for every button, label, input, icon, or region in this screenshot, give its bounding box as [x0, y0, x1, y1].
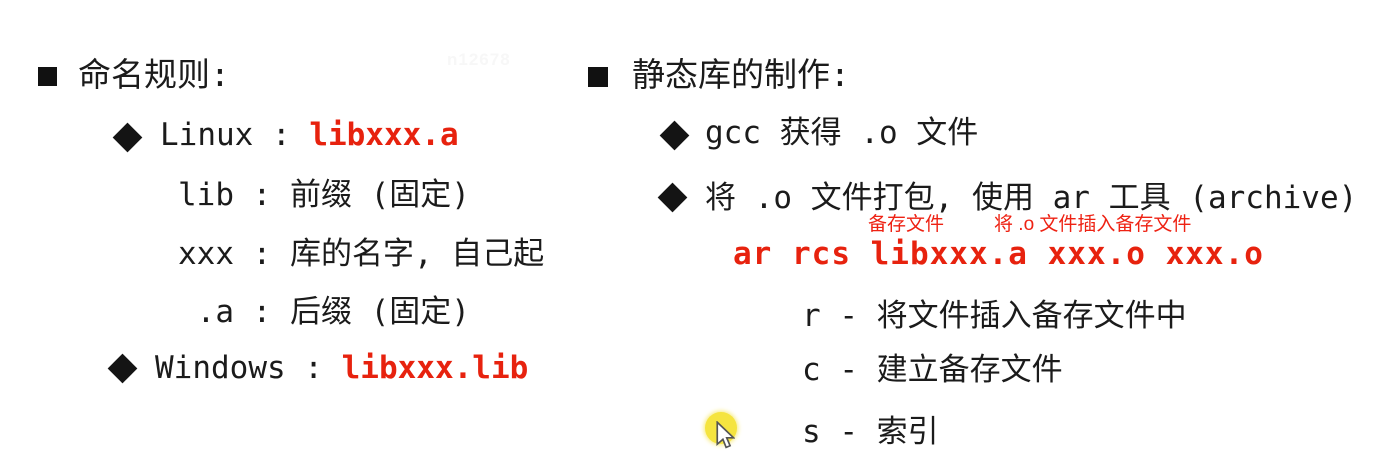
- linux-naming-line: Linux : libxxx.a: [160, 118, 459, 152]
- linux-lib-filename: libxxx.a: [309, 117, 459, 153]
- flag-r: r -: [802, 298, 877, 334]
- windows-label: Windows :: [155, 350, 342, 386]
- suffix-line: .a : 后缀 (固定): [178, 295, 470, 329]
- ar-command-line: ar rcs libxxx.a xxx.o xxx.o: [733, 236, 1264, 272]
- linux-diamond-icon: [112, 122, 143, 153]
- watermark-text: n12678: [447, 50, 511, 69]
- ar-step-line: 将 .o 文件打包, 使用 ar 工具 (archive): [705, 180, 1358, 216]
- left-bullet-square-icon: [38, 67, 57, 86]
- command-annotation: 备存文件 将 .o 文件插入备存文件: [868, 214, 1191, 236]
- mouse-cursor-icon[interactable]: [716, 420, 736, 454]
- gcc-step-diamond-icon: [659, 120, 690, 151]
- annotation-insert-object: 将 .o 文件插入备存文件: [994, 214, 1192, 235]
- flag-c-line: c - 建立备存文件: [802, 353, 1063, 387]
- xxx-term-desc: 库的名字, 自己起: [289, 236, 545, 272]
- linux-label: Linux :: [160, 117, 310, 153]
- gcc-step-line: gcc 获得 .o 文件: [705, 115, 979, 151]
- flag-s-line: s - 索引: [802, 415, 939, 449]
- lib-prefix-line: lib : 前缀 (固定): [178, 178, 470, 212]
- flag-r-line: r - 将文件插入备存文件中: [802, 299, 1187, 333]
- flag-c-desc: 建立备存文件: [876, 352, 1063, 388]
- windows-naming-line: Windows : libxxx.lib: [155, 351, 528, 385]
- right-bullet-square-icon: [588, 67, 608, 87]
- right-section-title: 静态库的制作:: [632, 55, 850, 94]
- suffix-term: .a :: [178, 294, 290, 330]
- lib-term-desc: 前缀 (固定): [289, 177, 470, 213]
- flag-s: s -: [802, 414, 877, 450]
- flag-r-desc: 将文件插入备存文件中: [876, 298, 1187, 334]
- flag-c: c -: [802, 352, 877, 388]
- lib-term: lib :: [178, 177, 290, 213]
- annotation-archive-file: 备存文件: [868, 214, 945, 235]
- windows-diamond-icon: [107, 353, 138, 384]
- flag-s-desc: 索引: [876, 414, 939, 450]
- ar-step-diamond-icon: [657, 182, 688, 213]
- xxx-name-line: xxx : 库的名字, 自己起: [178, 237, 544, 271]
- left-section-title: 命名规则:: [78, 55, 230, 94]
- suffix-term-desc: 后缀 (固定): [289, 294, 470, 330]
- xxx-term: xxx :: [178, 236, 290, 272]
- windows-lib-filename: libxxx.lib: [341, 350, 529, 386]
